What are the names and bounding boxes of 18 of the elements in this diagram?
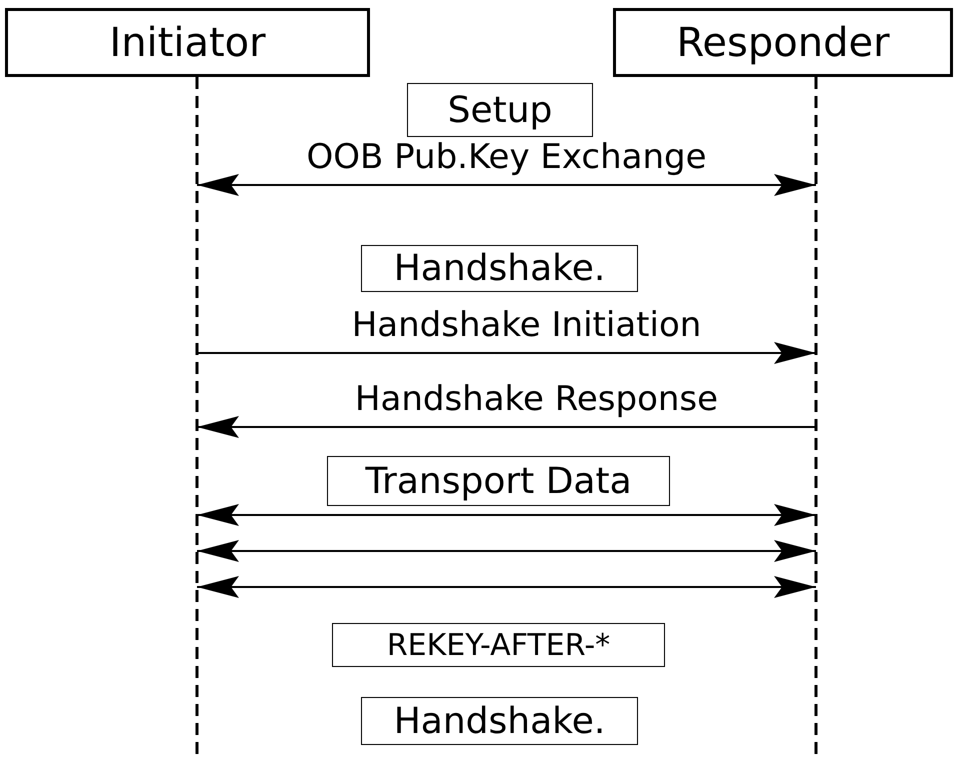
phase-label-box	[361, 697, 638, 745]
box-label: REKEY-AFTER-*	[386, 628, 610, 662]
message-arrow	[197, 416, 816, 438]
message-arrow	[197, 576, 816, 598]
message-arrow	[197, 342, 816, 364]
message-arrow	[197, 504, 816, 526]
phase-label-box	[407, 83, 593, 137]
box-label: Initiator	[109, 20, 266, 66]
message-arrow	[197, 174, 816, 196]
box-label: Responder	[676, 20, 890, 66]
box-label: Handshake.	[394, 248, 606, 289]
phase-label-box	[361, 245, 638, 292]
phase-label-box	[327, 456, 670, 506]
box-label: Setup	[448, 90, 552, 130]
message-arrow	[197, 540, 816, 562]
phase-label-box	[332, 623, 665, 667]
box-label: Transport Data	[365, 460, 632, 502]
box-label: Handshake.	[394, 700, 606, 742]
